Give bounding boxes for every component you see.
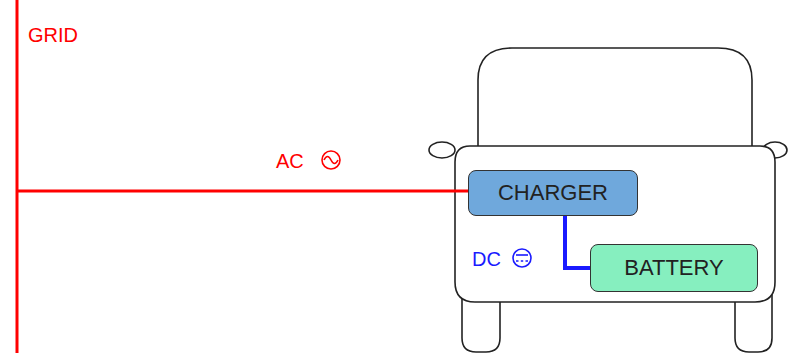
box-text: BATTERY <box>624 255 723 281</box>
car-roof <box>478 48 752 152</box>
car-body <box>455 146 775 302</box>
battery-box: BATTERY <box>590 244 758 292</box>
dc-symbol <box>513 249 531 267</box>
right-wheel <box>735 295 772 352</box>
left-wheel <box>462 295 500 352</box>
left-mirror <box>429 142 455 158</box>
ac-symbol <box>322 151 340 169</box>
dc-connector <box>565 216 590 268</box>
grid-label: GRID <box>28 25 78 45</box>
grid-bus <box>16 0 19 353</box>
box-text: CHARGER <box>498 180 608 206</box>
ac-wire <box>17 190 470 193</box>
charger-box: CHARGER <box>468 170 638 216</box>
ac-label: AC <box>276 151 304 171</box>
dc-label: DC <box>472 249 501 269</box>
